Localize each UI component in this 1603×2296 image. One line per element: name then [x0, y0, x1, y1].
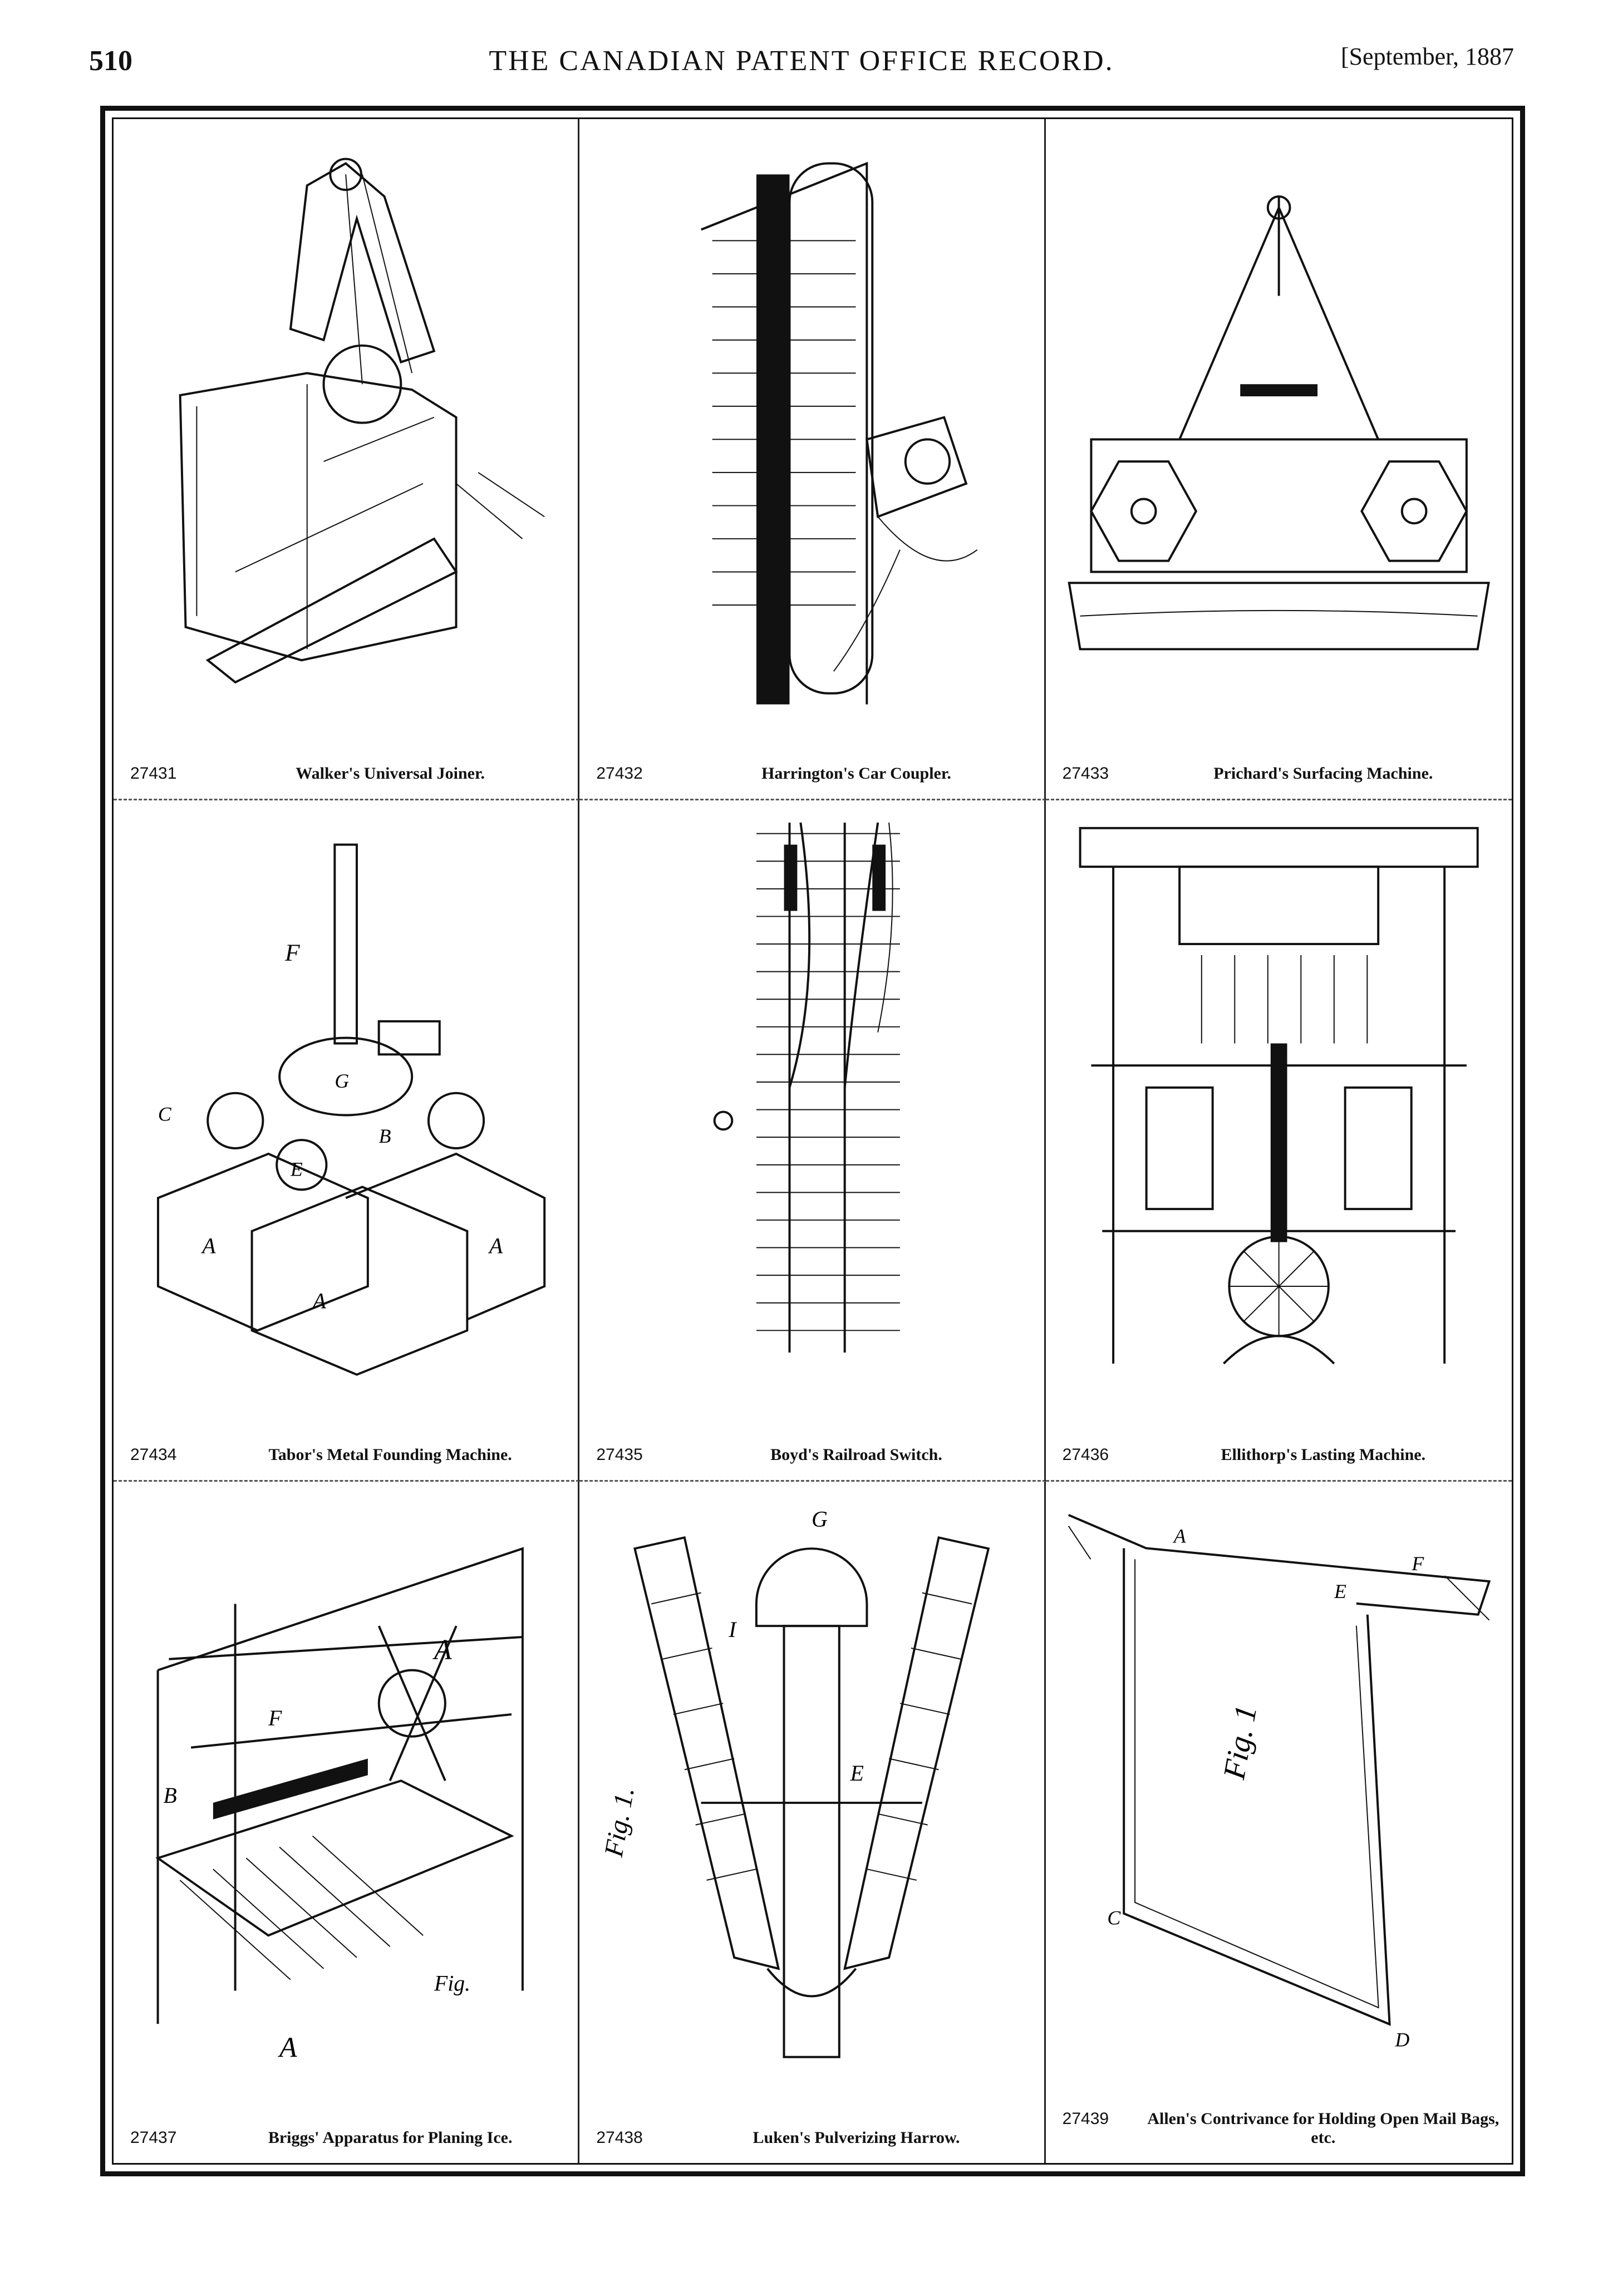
- figure-number: 27437: [130, 2128, 177, 2147]
- figure-label: G: [335, 1070, 349, 1092]
- figure-label: Fig. 1.: [599, 1785, 640, 1860]
- figure-label: G: [812, 1507, 828, 1531]
- surfacing-machine-drawing: [1057, 130, 1501, 738]
- figure-cell-27438: Fig. 1. G E I 27438 Luken's Pulverizing …: [579, 1482, 1046, 2163]
- figure-label: Fig.: [434, 1971, 470, 1996]
- figure-label: I: [729, 1617, 737, 1642]
- figure-number: 27432: [596, 764, 643, 783]
- figure-label: E: [1334, 1580, 1346, 1602]
- figure-cell-27434: F A A A B C E G 27434 Tabor's Metal Foun…: [114, 800, 580, 1482]
- figure-title: Prichard's Surfacing Machine.: [1213, 764, 1433, 783]
- figure-label: F: [1411, 1552, 1424, 1575]
- joiner-machine-drawing: [125, 130, 567, 738]
- figure-label: F: [268, 1706, 282, 1730]
- figure-label: E: [290, 1158, 303, 1181]
- figure-number: 27433: [1062, 764, 1109, 783]
- figure-label: C: [1107, 1907, 1121, 1929]
- car-coupler-drawing: [591, 130, 1032, 738]
- figure-number: 27431: [130, 764, 177, 783]
- figure-cell-27433: 27433 Prichard's Surfacing Machine.: [1045, 119, 1512, 800]
- page-number: 510: [89, 45, 132, 77]
- issue-date: [September, 1887: [1340, 43, 1514, 70]
- figure-label: A: [432, 1634, 452, 1666]
- figure-title: Ellithorp's Lasting Machine.: [1221, 1446, 1426, 1464]
- figure-label: A: [200, 1233, 216, 1258]
- figure-title: Allen's Contrivance for Holding Open Mai…: [1147, 2110, 1499, 2147]
- patent-plate: 27431 Walker's Universal Joiner.: [100, 106, 1525, 2176]
- figure-label: A: [488, 1233, 503, 1258]
- ice-planing-drawing: A A B F Fig.: [125, 1493, 567, 2102]
- figure-title: Boyd's Railroad Switch.: [770, 1446, 942, 1464]
- figure-label: A: [311, 1289, 327, 1314]
- founding-machine-drawing: F A A A B C E G: [125, 812, 567, 1419]
- figure-label: B: [379, 1125, 391, 1147]
- figure-number: 27434: [130, 1446, 177, 1464]
- figure-title: Walker's Universal Joiner.: [296, 764, 485, 783]
- figure-title: Briggs' Apparatus for Planing Ice.: [268, 2128, 513, 2147]
- figure-number: 27439: [1062, 2110, 1109, 2128]
- figure-title: Tabor's Metal Founding Machine.: [268, 1446, 512, 1464]
- harrow-drawing: Fig. 1. G E I: [591, 1493, 1032, 2102]
- figure-cell-27436: 27436 Ellithorp's Lasting Machine.: [1045, 800, 1512, 1482]
- figure-title: Harrington's Car Coupler.: [761, 764, 951, 783]
- figure-grid: 27431 Walker's Universal Joiner.: [114, 119, 1512, 2163]
- figure-title: Luken's Pulverizing Harrow.: [753, 2128, 960, 2147]
- figure-cell-27439: Fig. 1 A C D E F 27439 Allen's Contrivan…: [1046, 1482, 1512, 2163]
- figure-cell-27435: 27435 Boyd's Railroad Switch.: [579, 800, 1046, 1482]
- figure-label: F: [284, 940, 301, 966]
- publication-title: THE CANADIAN PATENT OFFICE RECORD.: [489, 45, 1114, 77]
- page-header: 510 THE CANADIAN PATENT OFFICE RECORD. […: [89, 43, 1514, 89]
- plate-inner-frame: 27431 Walker's Universal Joiner.: [112, 117, 1513, 2165]
- railroad-switch-drawing: [591, 812, 1032, 1419]
- figure-label: A: [1172, 1525, 1186, 1547]
- figure-number: 27436: [1062, 1446, 1109, 1464]
- lasting-machine-drawing: [1057, 812, 1501, 1419]
- figure-cell-27432: 27432 Harrington's Car Coupler.: [579, 119, 1046, 800]
- figure-cell-27437: A A B F Fig. 27437 Briggs' Apparatus for…: [114, 1482, 580, 2163]
- figure-cell-27431: 27431 Walker's Universal Joiner.: [114, 119, 580, 800]
- figure-label: B: [164, 1783, 177, 1808]
- figure-label: C: [158, 1103, 172, 1125]
- figure-label: E: [850, 1761, 864, 1786]
- figure-label: A: [278, 2032, 297, 2064]
- figure-number: 27435: [596, 1446, 643, 1464]
- mail-bag-holder-drawing: Fig. 1 A C D E F: [1057, 1493, 1501, 2102]
- figure-label: D: [1394, 2029, 1409, 2051]
- figure-number: 27438: [596, 2128, 643, 2147]
- figure-label: Fig. 1: [1217, 1703, 1263, 1782]
